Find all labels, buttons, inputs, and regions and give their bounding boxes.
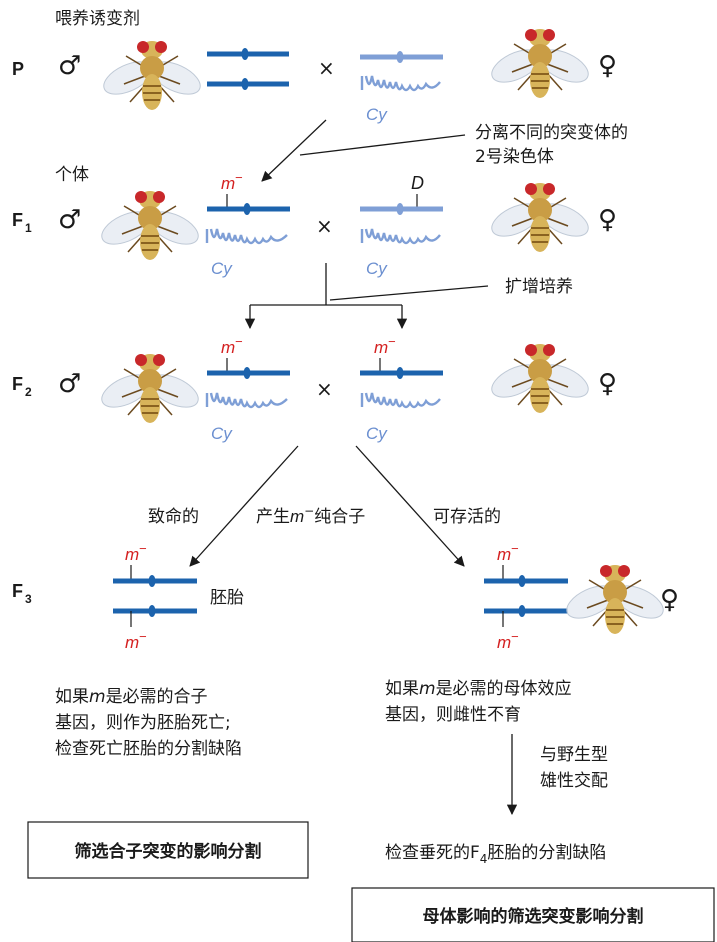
viable-label: 可存活的 [433, 507, 501, 527]
f2-female-symbol: ♀ [598, 369, 617, 399]
generation-f2-subscript: 2 [25, 385, 32, 399]
separate-label-line2: 2号染色体 [475, 147, 554, 167]
svg-text:−: − [139, 541, 147, 556]
p-male-symbol: ♂ [58, 51, 81, 81]
f2-to-lethal-arrow [189, 445, 299, 567]
f1-female-chromosomes: D [360, 173, 443, 245]
p-female-symbol: ♀ [598, 51, 617, 81]
f3-female-symbol: ♀ [660, 585, 679, 615]
f1-to-f2-branch-arrow [244, 263, 408, 330]
f1-m-minus: − [235, 170, 243, 185]
separate-pointer-line [299, 134, 466, 156]
f3-female-fly-icon [560, 564, 670, 635]
generation-f1-subscript: 1 [25, 221, 32, 235]
f3-left-m-bottom-label: m [125, 633, 139, 652]
zygotic-text-line1: 如果m是必需的合子 [55, 687, 208, 707]
maternal-screen-box: 母体影响的筛选突变影响分割 [351, 887, 715, 942]
p-female-fly-icon [485, 28, 595, 99]
p-cy-wave [360, 75, 441, 92]
p-cross-symbol: × [318, 56, 335, 80]
maternal-text-line1: 如果m是必需的母体效应 [385, 679, 572, 699]
wild-type-label-line2: 雄性交配 [540, 771, 608, 791]
zygotic-screen-box: 筛选合子突变的影响分割 [27, 821, 309, 879]
f1-female-cy-label: Cy [366, 259, 388, 278]
f3-right-m-bottom-label: m [497, 633, 511, 652]
f2-male-symbol: ♂ [58, 369, 81, 399]
f2-cross-symbol: × [316, 377, 333, 401]
zygotic-screen-box-text: 筛选合子突变的影响分割 [75, 841, 262, 862]
svg-text:−: − [511, 541, 519, 556]
p-male-chromosomes [207, 48, 289, 90]
f2-male-m-minus: − [235, 334, 243, 349]
f2-male-chromosomes: m − [205, 334, 290, 409]
f2-female-cy-wave [360, 392, 441, 409]
produce-homozygote-label: 产生m−纯合子 [256, 504, 365, 527]
f1-female-fly-icon [485, 182, 595, 253]
generation-f2-label: F [12, 374, 23, 394]
maternal-text-line2: 基因，则雌性不育 [385, 705, 521, 725]
mutagen-label: 喂养诱变剂 [55, 9, 140, 29]
f2-female-cy-label: Cy [366, 424, 388, 443]
p-male-fly-icon [97, 40, 207, 111]
embryo-label: 胚胎 [210, 588, 244, 608]
f1-male-fly-icon [95, 190, 205, 261]
individual-label: 个体 [55, 165, 89, 185]
amplify-label: 扩增培养 [505, 277, 573, 297]
f1-female-cy-wave [360, 228, 441, 245]
f1-male-symbol: ♂ [58, 205, 81, 235]
separate-label-line1: 分离不同的突变体的 [475, 123, 628, 143]
p-female-chromosomes [360, 51, 443, 92]
f2-female-m-minus: − [388, 334, 396, 349]
f2-female-chromosomes: m − [360, 334, 443, 409]
f2-to-viable-arrow [355, 445, 465, 567]
f1-male-chromosomes: m − [205, 170, 290, 245]
svg-text:−: − [139, 629, 147, 644]
wild-type-label-line1: 与野生型 [540, 745, 608, 765]
amplify-pointer-line [329, 285, 489, 301]
generation-p-label: P [12, 59, 24, 79]
svg-text:−: − [511, 629, 519, 644]
f2-female-fly-icon [485, 343, 595, 414]
f1-m-label: m [221, 174, 235, 193]
zygotic-text-line3: 检查死亡胚胎的分割缺陷 [55, 739, 242, 759]
p-cy-label: Cy [366, 105, 388, 124]
f2-male-cy-wave [205, 392, 288, 409]
maternal-screen-box-text: 母体影响的筛选突变影响分割 [423, 906, 644, 927]
f3-right-m-top-label: m [497, 545, 511, 564]
f1-male-cy-label: Cy [211, 259, 233, 278]
f3-left-m-top-label: m [125, 545, 139, 564]
f2-female-m-label: m [374, 338, 388, 357]
generation-f1-label: F [12, 210, 23, 230]
f3-embryo-chromosomes: m − m − [113, 541, 197, 652]
zygotic-text-line2: 基因，则作为胚胎死亡; [55, 713, 231, 733]
f1-female-symbol: ♀ [598, 205, 617, 235]
generation-f3-label: F [12, 581, 23, 601]
generation-f3-subscript: 3 [25, 592, 32, 606]
f2-male-fly-icon [95, 353, 205, 424]
p-to-f1-arrow [261, 119, 327, 182]
f1-male-cy-wave [205, 228, 288, 245]
f2-male-cy-label: Cy [211, 424, 233, 443]
f3-female-chromosomes: m − m − [484, 541, 568, 652]
f1-cross-symbol: × [316, 214, 333, 238]
lethal-label: 致命的 [148, 507, 199, 527]
f1-d-label: D [411, 173, 424, 193]
f4-check-label: 检查垂死的F4胚胎的分割缺陷 [385, 843, 606, 866]
f2-male-m-label: m [221, 338, 235, 357]
